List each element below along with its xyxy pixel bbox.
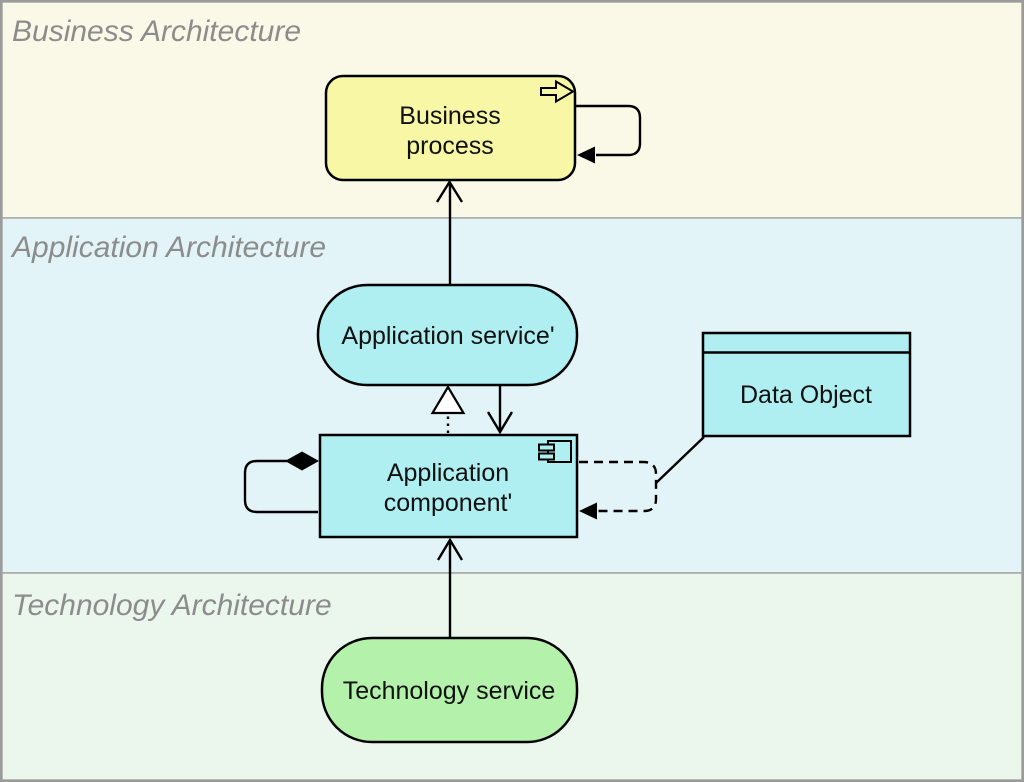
application-component-label-line1: Application bbox=[387, 459, 509, 487]
layer-label-technology: Technology Architecture bbox=[12, 589, 332, 622]
relationship-serving-service-to-component[interactable] bbox=[486, 385, 514, 435]
filled-arrowhead bbox=[577, 146, 595, 164]
relationship-association-data-object[interactable] bbox=[655, 436, 705, 484]
relationship-triggering-self-loop[interactable] bbox=[576, 104, 642, 164]
application-component-label-line2: component' bbox=[384, 489, 512, 517]
application-service-label: Application service' bbox=[341, 322, 554, 350]
node-application-service[interactable]: Application service' bbox=[316, 283, 579, 387]
open-arrowhead bbox=[436, 537, 464, 561]
layer-label-application: Application Architecture bbox=[10, 231, 326, 264]
technology-service-label: Technology service bbox=[343, 677, 556, 705]
layer-label-business: Business Architecture bbox=[12, 15, 301, 48]
relationship-composition-self-loop[interactable] bbox=[243, 451, 319, 514]
business-process-label-line1: Business bbox=[399, 102, 500, 130]
node-data-object[interactable]: Data Object bbox=[701, 331, 912, 438]
hollow-triangle-arrowhead bbox=[430, 384, 466, 415]
node-application-component[interactable]: Application component' bbox=[318, 433, 579, 539]
node-business-process[interactable]: Business process bbox=[324, 74, 577, 182]
component-icon bbox=[538, 440, 572, 463]
filled-arrowhead bbox=[579, 502, 597, 520]
data-object-label: Data Object bbox=[740, 381, 872, 409]
relationship-serving-technology-to-component[interactable] bbox=[436, 537, 464, 638]
relationship-realization-component-to-service[interactable] bbox=[430, 384, 466, 433]
open-arrowhead bbox=[486, 411, 514, 435]
relationship-access-dashed-loop[interactable] bbox=[579, 460, 658, 520]
business-process-label-line2: process bbox=[406, 132, 494, 160]
process-arrow-icon bbox=[540, 79, 575, 104]
relationship-serving-service-to-process[interactable] bbox=[435, 179, 464, 284]
filled-diamond bbox=[285, 451, 319, 471]
open-arrowhead bbox=[435, 179, 464, 203]
node-technology-service[interactable]: Technology service bbox=[320, 636, 579, 744]
